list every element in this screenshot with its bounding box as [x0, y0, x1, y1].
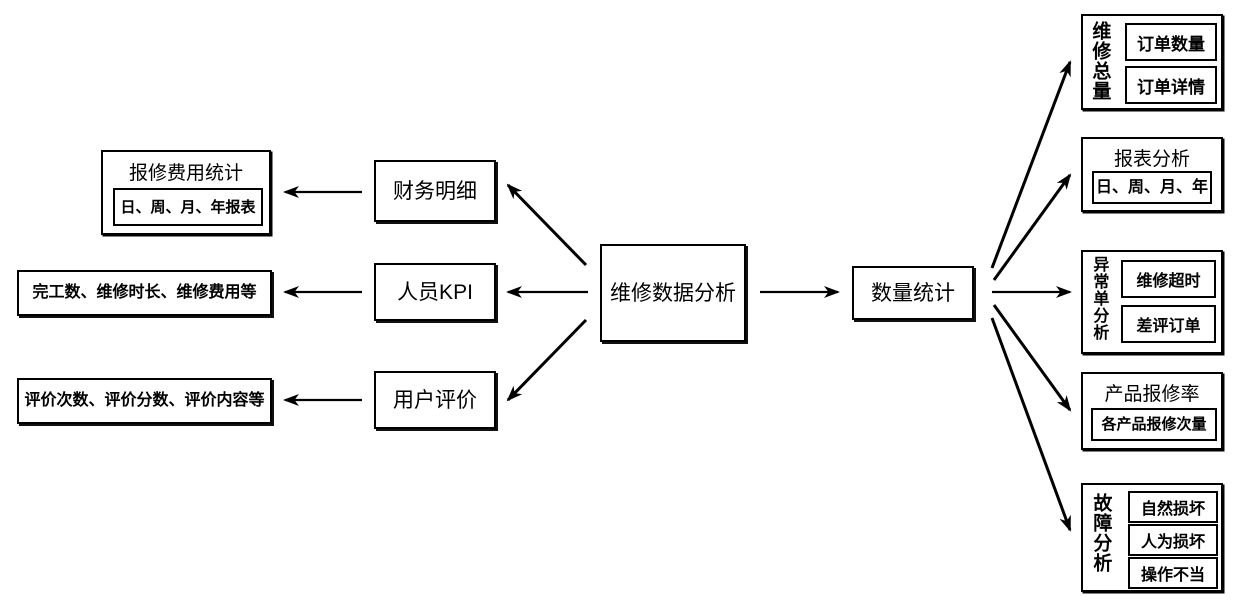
- item-repair-overtime[interactable]: 维修超时: [1121, 260, 1216, 298]
- item-cost-report-period[interactable]: 日、周、月、年报表: [113, 188, 263, 226]
- group-report-analysis-label: 报表分析: [1113, 149, 1190, 170]
- node-user-rating[interactable]: 用户评价: [374, 371, 496, 429]
- arrow-center-to-rating: [506, 318, 588, 402]
- node-user-rating-label: 用户评价: [393, 388, 477, 412]
- item-natural-damage[interactable]: 自然损坏: [1128, 491, 1218, 523]
- node-quantity-statistics-label: 数量统计: [871, 281, 955, 305]
- arrow-hub-to-fault-analysis: [990, 317, 1072, 532]
- group-product-repair-rate[interactable]: 产品报修率 各产品报修次量: [1081, 372, 1223, 450]
- group-abnormal-order-analysis-label: 异常单分析: [1090, 256, 1108, 341]
- group-total-repair-volume[interactable]: 维修总量 订单数量 订单详情: [1081, 14, 1223, 110]
- group-product-repair-rate-label: 产品报修率: [1104, 384, 1200, 405]
- group-fault-analysis[interactable]: 故障分析 自然损坏 人为损坏 操作不当: [1081, 483, 1223, 592]
- item-human-damage[interactable]: 人为损坏: [1128, 524, 1218, 556]
- node-repair-data-analysis-label: 维修数据分析: [610, 281, 736, 305]
- node-repair-data-analysis[interactable]: 维修数据分析: [600, 244, 746, 342]
- node-quantity-statistics[interactable]: 数量统计: [852, 266, 974, 320]
- item-order-count[interactable]: 订单数量: [1125, 23, 1217, 61]
- arrow-hub-to-report-analysis: [992, 173, 1072, 281]
- node-staff-kpi-label: 人员KPI: [397, 280, 473, 304]
- result-kpi-metrics[interactable]: 完工数、维修时长、维修费用等: [17, 270, 272, 316]
- group-report-analysis[interactable]: 报表分析 日、周、月、年: [1081, 137, 1223, 212]
- group-fault-analysis-label: 故障分析: [1090, 493, 1112, 573]
- node-financial-detail-label: 财务明细: [393, 179, 477, 203]
- group-total-repair-volume-label: 维修总量: [1089, 21, 1111, 101]
- node-financial-detail[interactable]: 财务明细: [374, 160, 496, 222]
- item-report-period[interactable]: 日、周、月、年: [1092, 171, 1212, 204]
- arrow-center-to-financial: [506, 183, 588, 267]
- item-improper-operation[interactable]: 操作不当: [1128, 557, 1218, 589]
- node-staff-kpi[interactable]: 人员KPI: [374, 263, 496, 321]
- result-rating-metrics[interactable]: 评价次数、评价分数、评价内容等: [17, 378, 272, 424]
- group-abnormal-order-analysis[interactable]: 异常单分析 维修超时 差评订单: [1081, 250, 1223, 354]
- group-repair-cost-statistics[interactable]: 报修费用统计 日、周、月、年报表: [101, 150, 271, 235]
- result-rating-metrics-label: 评价次数、评价分数、评价内容等: [24, 392, 265, 409]
- arrow-hub-to-total-volume: [990, 60, 1072, 269]
- group-repair-cost-statistics-title: 报修费用统计: [128, 163, 243, 184]
- item-order-details[interactable]: 订单详情: [1125, 66, 1217, 104]
- arrow-hub-to-product-rate: [992, 304, 1072, 412]
- result-kpi-metrics-label: 完工数、维修时长、维修费用等: [32, 284, 257, 301]
- item-bad-review-order[interactable]: 差评订单: [1121, 305, 1216, 343]
- item-product-repair-count[interactable]: 各产品报修次量: [1091, 408, 1217, 441]
